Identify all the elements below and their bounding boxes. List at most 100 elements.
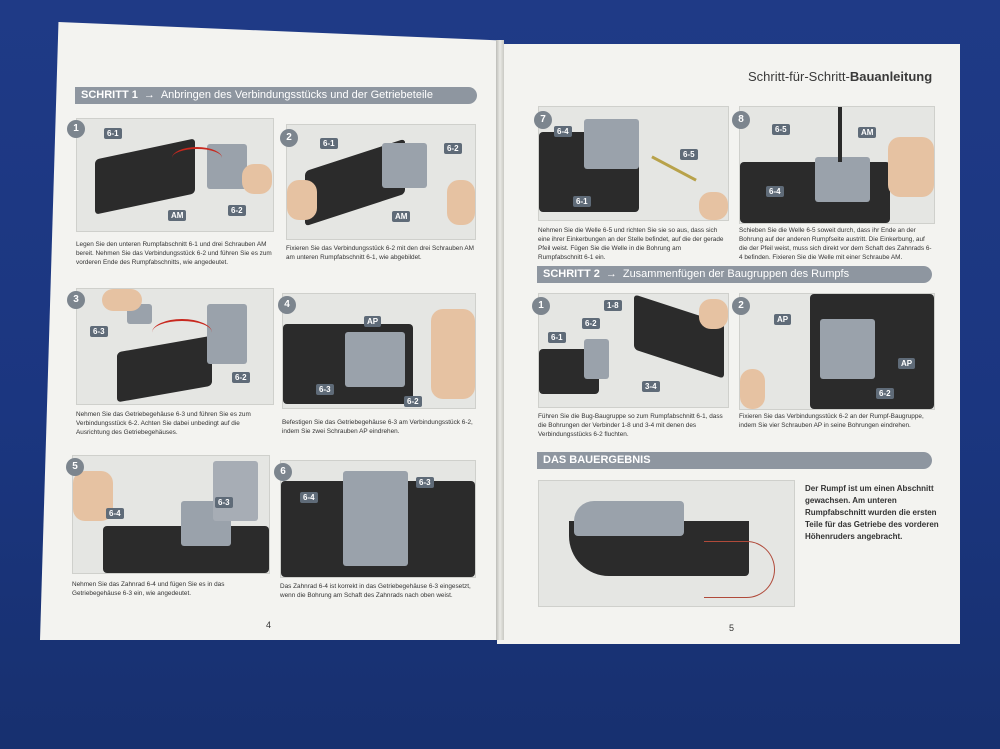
tag-6-1: 6-1 <box>320 138 338 149</box>
tag-6-5: 6-5 <box>680 149 698 160</box>
tag-AP: AP <box>774 314 792 325</box>
result-label: DAS BAUERGEBNIS <box>543 454 651 466</box>
red-arrow <box>172 147 222 169</box>
caption-panel-8: Schieben Sie die Welle 6-5 soweit durch,… <box>739 227 932 261</box>
hand <box>431 309 475 399</box>
caption-panel-7: Nehmen Sie die Welle 6-5 und richten Sie… <box>538 227 724 261</box>
tag-3-4: 3-4 <box>642 381 660 392</box>
step2-number-2: 2 <box>732 297 750 315</box>
gearbox-part <box>343 471 408 566</box>
tag-6-4: 6-4 <box>766 186 784 197</box>
title-prefix: Schritt-für-Schritt- <box>748 69 850 84</box>
bow-cover <box>574 501 684 536</box>
step-number-3: 3 <box>67 291 85 309</box>
result-bar: DAS BAUERGEBNIS <box>537 452 932 469</box>
connector-part <box>382 143 427 188</box>
tag-6-2: 6-2 <box>232 372 250 383</box>
booklet-spine <box>496 40 504 640</box>
title-bold: Bauanleitung <box>849 69 933 84</box>
tag-6-3: 6-3 <box>90 326 108 337</box>
tag-AP: AP <box>898 358 916 369</box>
gearbox-part <box>584 119 639 169</box>
photo-panel-4 <box>282 293 476 409</box>
hand <box>102 289 142 311</box>
tag-6-1: 6-1 <box>104 128 122 139</box>
step-number-2: 2 <box>280 129 298 147</box>
tag-6-2: 6-2 <box>228 205 246 216</box>
tag-AP: AP <box>364 316 382 327</box>
hand <box>699 299 728 329</box>
photo-panel-3 <box>76 288 274 405</box>
connector-part <box>820 319 875 379</box>
hand <box>699 192 728 220</box>
caption-panel-2: Fixieren Sie das Verbindungsstück 6-2 mi… <box>286 245 474 261</box>
gearbox-part <box>345 332 405 387</box>
tag-6-1: 6-1 <box>573 196 591 207</box>
hand <box>740 369 765 409</box>
right-page-number: 5 <box>729 623 735 633</box>
caption-panel-3: Nehmen Sie das Getriebegehäuse 6-3 und f… <box>76 411 251 436</box>
hand <box>287 180 317 220</box>
caption-step2-panel-1: Führen Sie die Bug-Baugruppe so zum Rump… <box>538 413 723 438</box>
caption-panel-4: Befestigen Sie das Getriebegehäuse 6-3 a… <box>282 419 473 435</box>
step-number-8: 8 <box>732 111 750 129</box>
step-2-bar: SCHRITT 2 → Zusammenfügen der Baugruppen d… <box>537 266 932 283</box>
step-1-title: Anbringen des Verbindungsstücks und der … <box>160 89 433 101</box>
gearbox-part <box>815 157 870 202</box>
hand <box>447 180 475 225</box>
hand <box>888 137 934 197</box>
caption-panel-5: Nehmen Sie das Zahnrad 6-4 und fügen Sie… <box>72 581 225 597</box>
connector-part <box>213 461 258 521</box>
tag-6-3: 6-3 <box>215 497 233 508</box>
tag-6-2: 6-2 <box>876 388 894 399</box>
tag-6-4: 6-4 <box>554 126 572 137</box>
tag-6-2: 6-2 <box>404 396 422 407</box>
photo-panel-7 <box>538 106 729 221</box>
step2-number-1: 1 <box>532 297 550 315</box>
tag-1-8: 1-8 <box>604 300 622 311</box>
step-number-1: 1 <box>67 120 85 138</box>
photo-panel-6 <box>280 460 476 578</box>
caption-panel-1: Legen Sie den unteren Rumpfabschnitt 6-1… <box>76 241 272 266</box>
result-description: Der Rumpf ist um einen Abschnitt gewachs… <box>805 484 939 541</box>
red-arrow <box>152 319 212 346</box>
tag-AM: AM <box>392 211 411 222</box>
step-2-label: SCHRITT 2 <box>543 268 600 280</box>
photo-step2-panel-1 <box>538 293 729 408</box>
caption-step2-panel-2: Fixieren Sie das Verbindungsstück 6-2 an… <box>739 413 924 429</box>
screwdriver <box>838 107 842 162</box>
step-1-label: SCHRITT 1 <box>81 89 138 101</box>
connector-part <box>584 339 609 379</box>
photo-panel-2 <box>286 124 476 240</box>
photo-panel-5 <box>72 455 270 574</box>
tag-6-1: 6-1 <box>548 332 566 343</box>
caption-panel-6: Das Zahnrad 6-4 ist korrekt in das Getri… <box>280 583 471 599</box>
photo-step2-panel-2 <box>739 293 935 410</box>
connector-part <box>207 304 247 364</box>
tag-6-4: 6-4 <box>106 508 124 519</box>
step-2-arrow: → <box>605 268 617 280</box>
tag-6-5: 6-5 <box>772 124 790 135</box>
step-number-7: 7 <box>534 111 552 129</box>
step-number-6: 6 <box>274 463 292 481</box>
photo-panel-8 <box>739 106 935 224</box>
tag-AM: AM <box>858 127 877 138</box>
tag-6-2: 6-2 <box>582 318 600 329</box>
step-1-bar: SCHRITT 1 → Anbringen des Verbindungsstück… <box>75 87 477 104</box>
result-photo <box>538 480 795 607</box>
step-number-4: 4 <box>278 296 296 314</box>
step-1-arrow: → <box>143 89 155 101</box>
hand <box>242 164 272 194</box>
hull-section <box>117 335 212 403</box>
step-2-title: Zusammenfügen der Baugruppen des Rumpfs <box>622 268 850 280</box>
left-page-number: 4 <box>266 620 272 630</box>
tag-6-3: 6-3 <box>416 477 434 488</box>
tag-AM: AM <box>168 210 187 221</box>
wire <box>704 541 775 598</box>
right-page-title: Schritt-für-Schritt-Bauanleitung <box>748 69 932 84</box>
tag-6-2: 6-2 <box>444 143 462 154</box>
tag-6-3: 6-3 <box>316 384 334 395</box>
tag-6-4: 6-4 <box>300 492 318 503</box>
step-number-5: 5 <box>66 458 84 476</box>
